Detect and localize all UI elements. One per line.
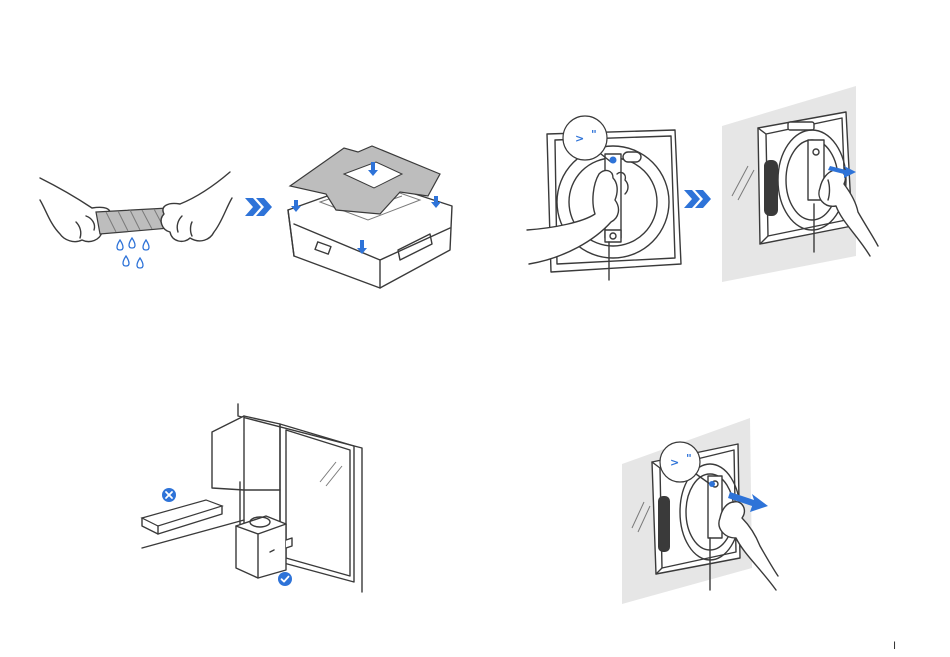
figure-safety-rope-placement (140, 402, 370, 592)
page-number: I (893, 641, 896, 652)
callout-mark-left: > (670, 456, 679, 469)
figure-remove-robot: > " (618, 418, 778, 608)
figure-robot-on-glass (718, 86, 878, 282)
check-circle-icon (278, 572, 292, 586)
remove-robot-icon: > " (618, 418, 778, 608)
callout-circle (660, 442, 700, 482)
figure-attach-pad (280, 140, 460, 290)
chevron-double-right-icon (243, 196, 273, 218)
place-robot-icon: > " (525, 118, 685, 283)
cross-circle-icon (162, 488, 176, 502)
figure-place-robot-on-window: > " (525, 118, 685, 283)
callout-mark-right: " (686, 452, 692, 465)
callout-mark-right: " (591, 128, 597, 141)
callout-mark-left: > (575, 132, 584, 145)
hands-wringing-cloth-icon (30, 160, 240, 280)
callout-circle (563, 116, 607, 160)
robot-attached-icon (718, 86, 878, 282)
cleaning-pad-attach-icon (280, 140, 460, 290)
figure-wring-cloth (30, 160, 240, 280)
chevron-double-right-icon (682, 188, 712, 210)
